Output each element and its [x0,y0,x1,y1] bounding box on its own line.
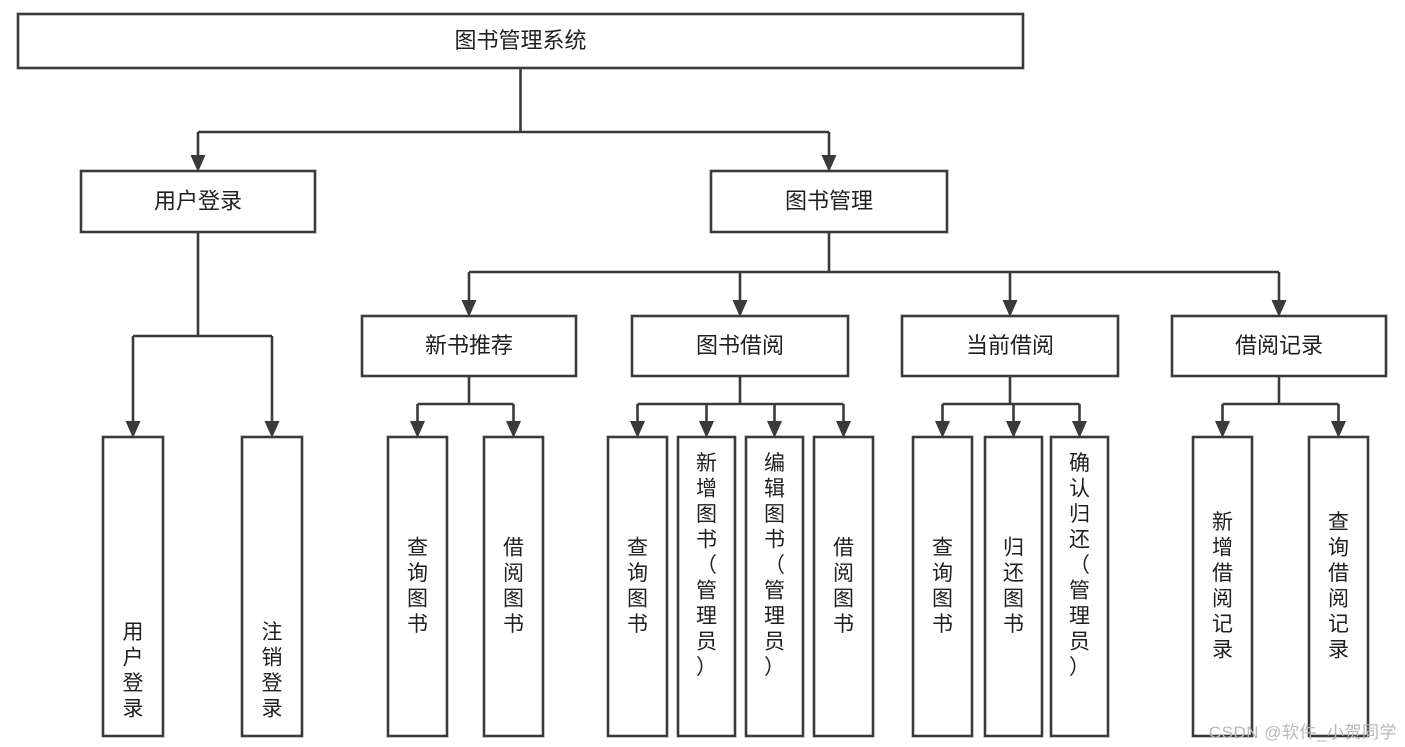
edge-group-user-login-children [125,232,280,438]
edge-group-borrow-record-children [1215,376,1346,438]
node-label: 编辑图书（管理员） [764,451,785,678]
node-label: 用户登录 [154,188,242,213]
node-leaf-cur-confirm[interactable]: 确认归还（管理员） [1049,435,1110,738]
node-leaf-rec-borrow[interactable]: 借阅图书 [482,435,545,738]
watermark-text: CSDN @软件_小贺同学 [1208,723,1397,742]
node-borrow-record[interactable]: 借阅记录 [1170,314,1388,378]
node-leaf-borrow-lend[interactable]: 借阅图书 [812,435,875,738]
node-label: 图书管理 [785,188,873,213]
node-label: 借阅图书 [833,536,854,636]
node-leaf-cur-return[interactable]: 归还图书 [983,435,1044,738]
node-label: 当前借阅 [966,333,1054,358]
node-user-login[interactable]: 用户登录 [79,169,317,234]
node-label: 图书借阅 [696,333,784,358]
node-book-borrow[interactable]: 图书借阅 [630,314,850,378]
node-leaf-cur-query[interactable]: 查询图书 [911,435,974,738]
node-current-borrow[interactable]: 当前借阅 [900,314,1120,378]
node-book-manage[interactable]: 图书管理 [709,169,949,234]
node-leaf-rec-query[interactable]: 查询图书 [386,435,449,738]
node-leaf-borrow-query[interactable]: 查询图书 [606,435,669,738]
node-label: 新增图书（管理员） [696,451,717,678]
node-label: 新书推荐 [425,333,513,358]
edge-group-root-children [190,68,837,172]
edge-group-book-manage-children [461,232,1287,317]
node-leaf-borrow-add[interactable]: 新增图书（管理员） [676,435,737,738]
node-label: 借阅图书 [503,536,524,636]
node-leaf-user-logout[interactable]: 注销登录 [240,435,304,738]
node-label: 查询图书 [932,536,953,636]
edge-group-book-borrow-children [630,376,851,438]
node-label: 用户登录 [123,620,144,720]
node-label: 图书管理系统 [454,28,586,53]
node-leaf-rec-query2[interactable]: 查询借阅记录 [1307,435,1370,738]
node-label: 确认归还（管理员） [1069,451,1090,678]
node-leaf-rec-add[interactable]: 新增借阅记录 [1191,435,1254,738]
node-label: 归还图书 [1003,536,1024,636]
node-label: 注销登录 [262,620,283,720]
node-label: 借阅记录 [1235,333,1323,358]
node-leaf-borrow-edit[interactable]: 编辑图书（管理员） [744,435,805,738]
node-leaf-user-login[interactable]: 用户登录 [101,435,165,738]
node-label: 查询借阅记录 [1328,510,1349,661]
node-new-book-rec[interactable]: 新书推荐 [360,314,578,378]
node-label: 新增借阅记录 [1212,510,1233,661]
edge-layer [125,68,1346,438]
node-label: 查询图书 [627,536,648,636]
node-root[interactable]: 图书管理系统 [16,12,1025,70]
node-label: 查询图书 [407,536,428,636]
edge-group-new-book-rec-children [410,376,521,438]
edge-group-current-borrow-children [935,376,1087,438]
node-layer: 图书管理系统用户登录图书管理新书推荐图书借阅当前借阅借阅记录用户登录注销登录查询… [16,12,1388,738]
